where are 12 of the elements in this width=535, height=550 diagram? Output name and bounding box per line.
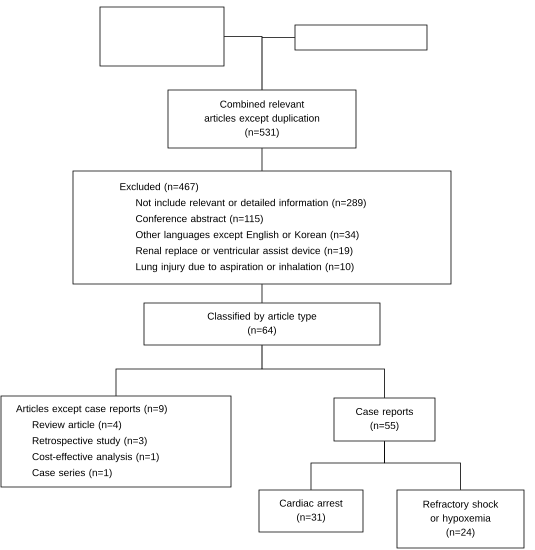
- process-box: Articles except case reports (n=9) Review article (n=4) Retrospective study (n=3) Cost-effective analysis (n=1) Case series (n=1): [0, 396, 232, 488]
- box: [100, 6, 224, 66]
- process-box: Refractory shock or hypoxemia (n=24): [396, 490, 524, 548]
- process-box: Cardiac arrest (n=31): [258, 490, 364, 532]
- box: [294, 24, 428, 50]
- connector-line: [262, 345, 385, 398]
- connector-line: [384, 441, 461, 490]
- connector-line: [262, 37, 295, 90]
- process-box: Excluded (n=467) Not include relevant or detailed information (n=289) Conference abstract (n=115) Other languages except English or Korean (n=34) Renal replace or ventricular assist device (n=19) Lung injury due to aspiration or inhalation (n=10): [72, 170, 452, 284]
- process-box: Classified by article type (n=64): [144, 302, 380, 346]
- process-box: Case reports (n=55): [334, 398, 436, 442]
- process-box: Combined relevant articles except duplication (n=531): [168, 90, 356, 148]
